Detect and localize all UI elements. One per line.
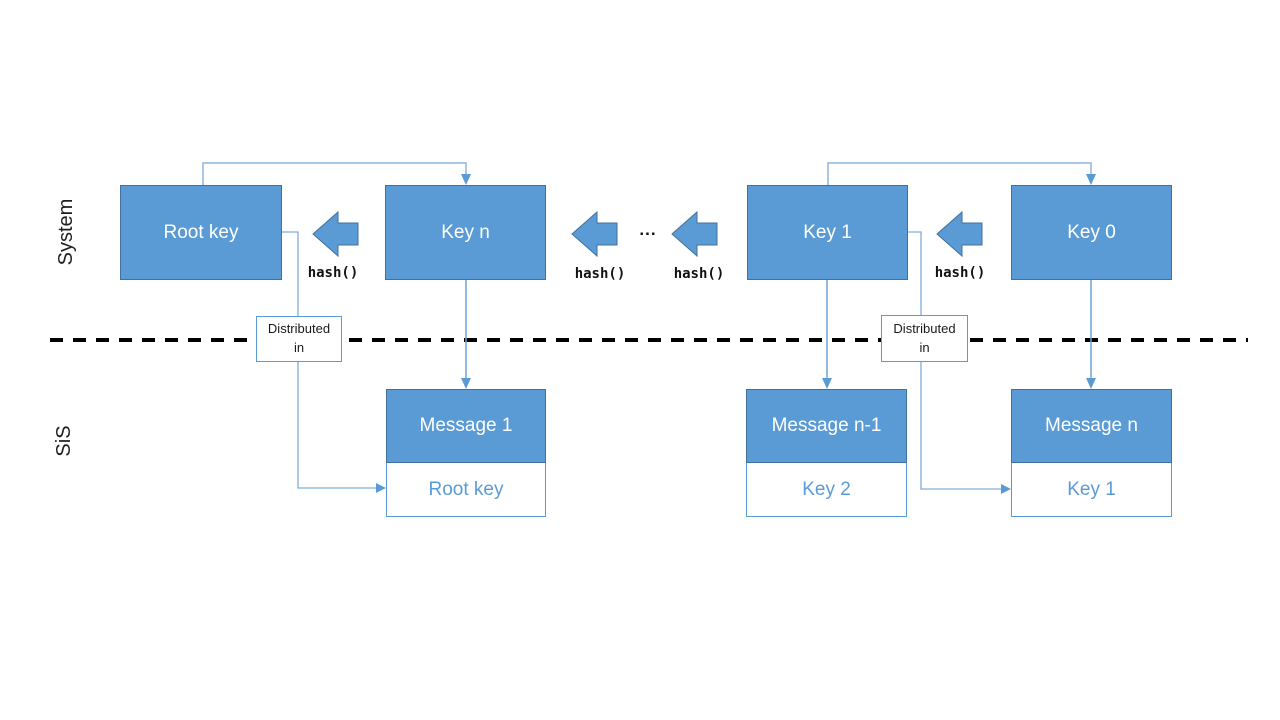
hash-label-2: hash() bbox=[574, 266, 626, 282]
hash-arrow-key0-to-key1-icon bbox=[936, 210, 983, 258]
message-1-key: Root key bbox=[386, 463, 546, 517]
hash-arrow-chain-left-icon bbox=[571, 210, 618, 258]
arrowhead-distributed-messagen-icon bbox=[1001, 484, 1011, 494]
connector-rootkey-to-keyn bbox=[202, 162, 467, 185]
section-label-system: System bbox=[55, 198, 77, 266]
hash-arrow-chain-right-icon bbox=[671, 210, 718, 258]
message-n-1-key: Key 2 bbox=[746, 463, 907, 517]
arrowhead-key1-to-key0-icon bbox=[1086, 174, 1096, 185]
key-box-root: Root key bbox=[120, 185, 282, 280]
arrowhead-key0-to-messagen-icon bbox=[1086, 378, 1096, 389]
hash-arrow-keyn-to-rootkey-icon bbox=[312, 210, 359, 258]
key-box-0: Key 0 bbox=[1011, 185, 1172, 280]
message-box-n-1: Message n-1 Key 2 bbox=[746, 389, 907, 517]
distributed-in-note-left: Distributed in bbox=[256, 316, 342, 362]
message-1-title: Message 1 bbox=[386, 389, 546, 463]
arrowhead-keyn-to-message1-icon bbox=[461, 378, 471, 389]
key-box-n: Key n bbox=[385, 185, 546, 280]
distributed-in-note-right: Distributed in bbox=[881, 315, 968, 362]
message-box-1: Message 1 Root key bbox=[386, 389, 546, 517]
message-n-title: Message n bbox=[1011, 389, 1172, 463]
key-box-1: Key 1 bbox=[747, 185, 908, 280]
section-label-sis: SiS bbox=[53, 425, 75, 457]
arrowhead-distributed-message1-icon bbox=[376, 483, 386, 493]
chain-ellipsis: ... bbox=[639, 220, 657, 239]
arrowhead-key1-to-messagen1-icon bbox=[822, 378, 832, 389]
message-n-key: Key 1 bbox=[1011, 463, 1172, 517]
arrowhead-rootkey-to-keyn-icon bbox=[461, 174, 471, 185]
message-box-n: Message n Key 1 bbox=[1011, 389, 1172, 517]
hash-label-3: hash() bbox=[673, 266, 725, 282]
hash-label-1: hash() bbox=[307, 265, 359, 281]
connector-key1-to-key0 bbox=[827, 162, 1092, 185]
hash-label-4: hash() bbox=[934, 265, 986, 281]
message-n-1-title: Message n-1 bbox=[746, 389, 907, 463]
